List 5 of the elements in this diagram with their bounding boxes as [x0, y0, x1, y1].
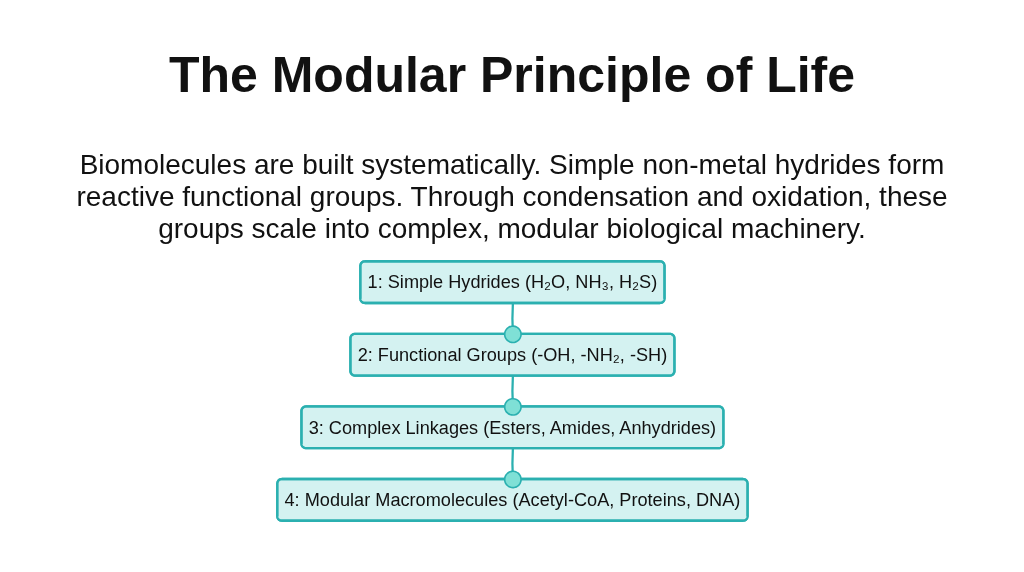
connector: [503, 448, 522, 489]
caption-text: Biomolecules are built systematically. Simple non-metal hydrides form reactive functional groups. Through condensation and oxidation, these groups scale into complex, modular biological machinery.: [75, 149, 949, 245]
connector: [503, 303, 522, 344]
title-heading: The Modular Principle of Life: [168, 46, 856, 104]
connector: [503, 376, 522, 416]
